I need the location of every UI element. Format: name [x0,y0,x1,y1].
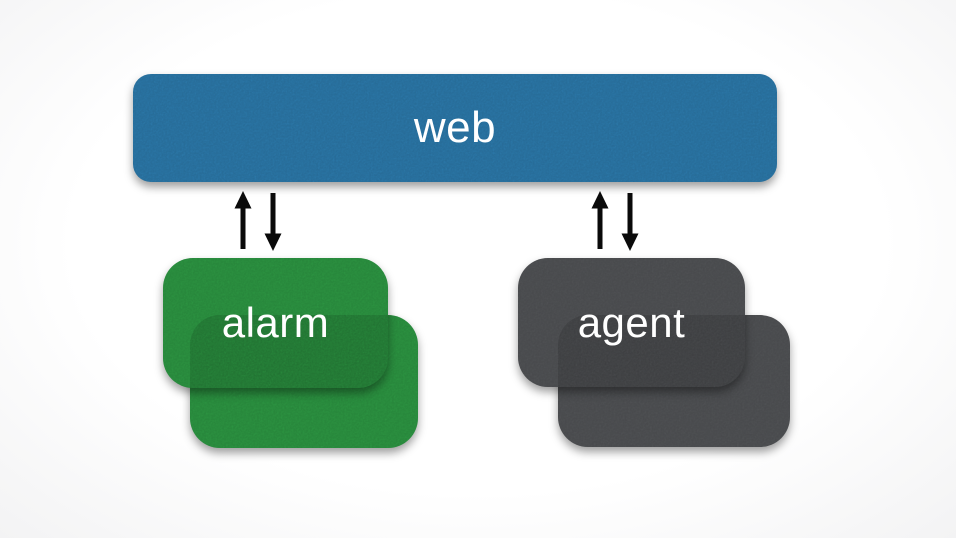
node-alarm: alarm [163,258,388,388]
up-arrow-icon [591,191,609,249]
down-arrow-icon [621,193,639,251]
up-arrow-icon [234,191,252,249]
up-down-arrows [234,191,282,251]
connector-web-agent [582,191,648,251]
up-down-arrows [591,191,639,251]
node-agent: agent [518,258,745,387]
node-web-label: web [413,103,497,152]
down-arrow-icon [264,193,282,251]
node-agent-label: agent [577,298,686,346]
node-alarm-label: alarm [221,299,330,346]
connector-web-alarm [225,191,291,251]
node-alarm-stack: alarm [163,258,423,450]
node-web: web [133,74,777,182]
node-agent-stack: agent [518,258,790,450]
